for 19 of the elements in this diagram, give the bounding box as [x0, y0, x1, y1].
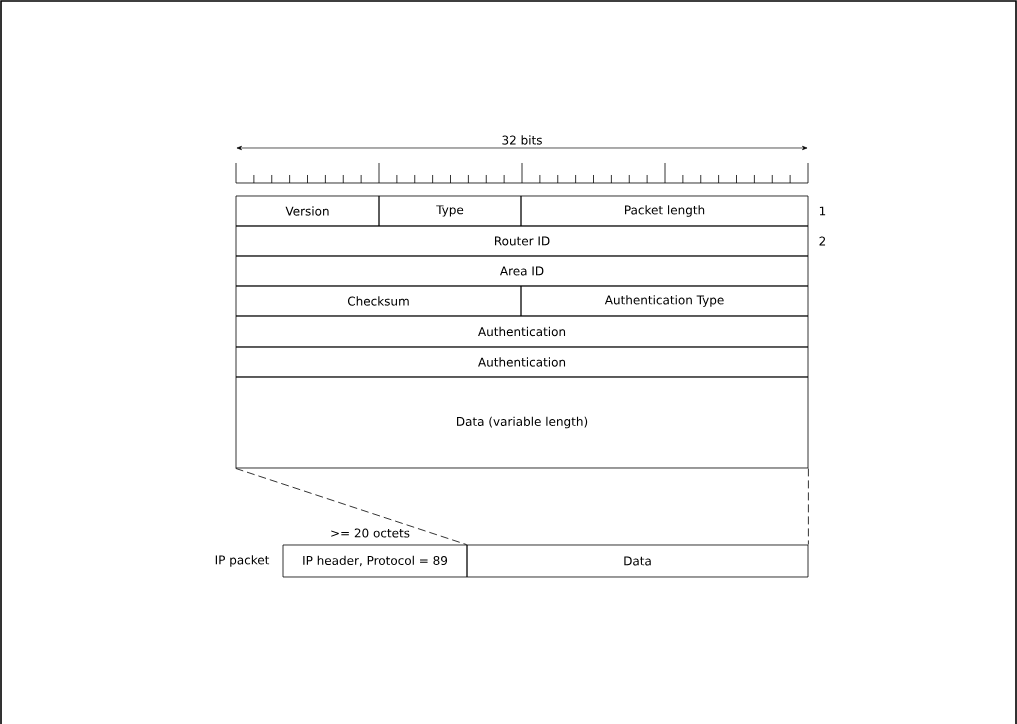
header-field: Packet length [520, 195, 809, 227]
packet-field: IP header, Protocol = 89 [282, 544, 468, 578]
data-field: Data (variable length) [235, 376, 809, 469]
row-number: 1 [819, 206, 826, 216]
header-field: Authentication [235, 315, 809, 348]
header-field: Checksum [235, 285, 522, 317]
header-field: Router ID [235, 225, 809, 257]
header-field: Type [378, 195, 522, 227]
row-number: 2 [819, 236, 826, 246]
packet-field: Data [466, 544, 809, 578]
row-label: IP packet [215, 555, 270, 567]
header-field: Authentication [235, 346, 809, 378]
header-field: Authentication Type [520, 285, 809, 317]
header-field: Version [235, 195, 380, 227]
projection-line [808, 468, 809, 545]
header-field: Area ID [235, 255, 809, 287]
size-note: >= 20 octets [331, 528, 410, 538]
projection-line [235, 468, 467, 545]
dimension-label: 32 bits [502, 135, 542, 145]
